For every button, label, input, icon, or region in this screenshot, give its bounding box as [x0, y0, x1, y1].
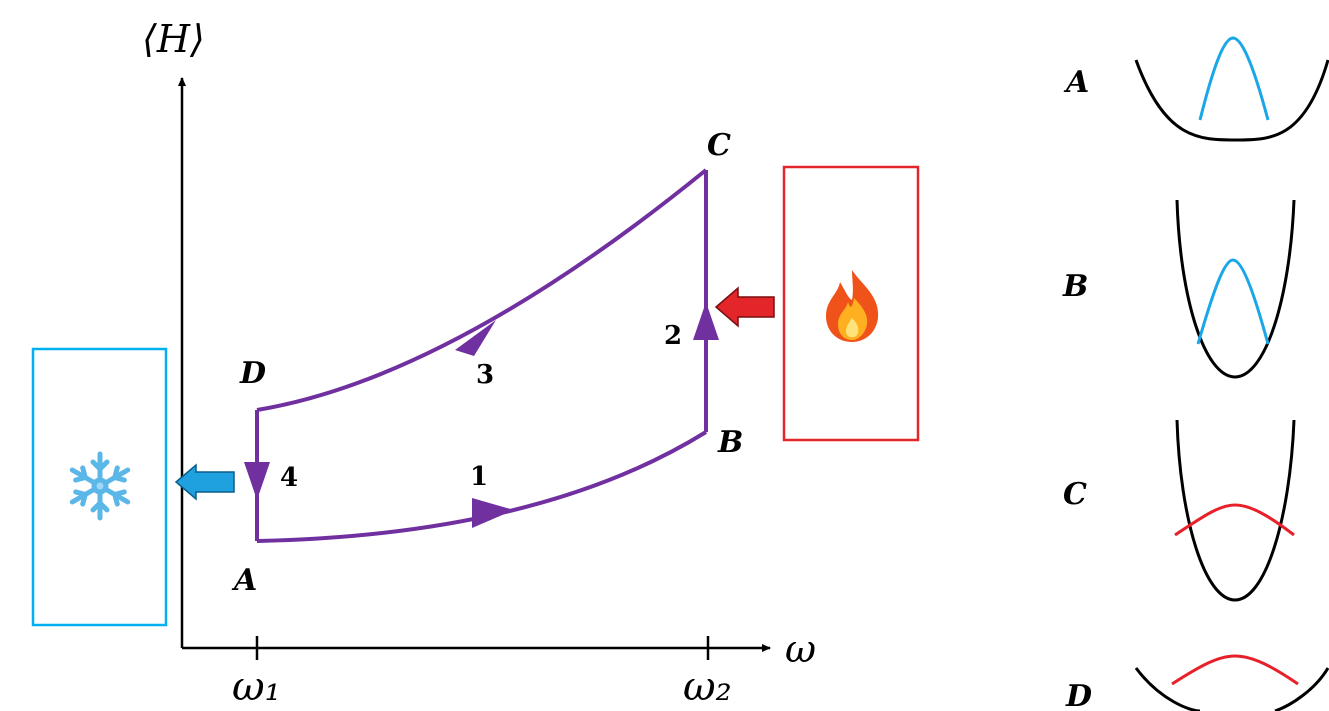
cold-heat-arrow [174, 463, 235, 501]
tick-label-omega1: ω₁ [232, 664, 281, 710]
cold-reservoir-box [31, 347, 168, 627]
potential-a [1134, 36, 1329, 142]
trap-b [1175, 199, 1296, 379]
panel-label-c: C [1063, 477, 1087, 512]
point-label-a: A [231, 563, 257, 598]
stroke-number-1: 1 [470, 462, 488, 492]
fire-icon [826, 270, 879, 342]
point-label-c: C [707, 128, 731, 163]
potential-d [1134, 654, 1329, 711]
tick-label-omega2: ω₂ [683, 664, 732, 710]
snowflake-icon [69, 451, 131, 521]
trap-d [1134, 667, 1329, 711]
state-c [1174, 503, 1295, 537]
y-axis-label: ⟨H⟩ [142, 17, 205, 61]
stroke-4-arrowhead [244, 462, 270, 500]
stroke-number-4: 4 [280, 463, 298, 493]
point-label-b: B [717, 425, 743, 460]
potential-b [1175, 199, 1296, 379]
potential-c [1174, 419, 1296, 602]
stroke-3-path [256, 168, 708, 412]
trap-a [1134, 59, 1329, 142]
state-b [1196, 258, 1270, 345]
panel-label-d: D [1065, 679, 1092, 711]
stroke-2-arrowhead [693, 302, 719, 340]
point-label-d: D [239, 356, 266, 391]
x-axis-label: ω [785, 627, 816, 671]
stroke-number-2: 2 [664, 321, 682, 351]
state-a [1198, 36, 1270, 121]
panel-label-b: B [1062, 269, 1088, 304]
state-d [1171, 654, 1299, 686]
stroke-1-arrowhead [472, 498, 514, 528]
trap-c [1175, 419, 1296, 602]
stroke-3-arrowhead [455, 320, 496, 356]
hot-reservoir-box [782, 165, 920, 442]
stroke-number-3: 3 [476, 360, 494, 390]
panel-label-a: A [1063, 65, 1089, 100]
hot-heat-arrow [714, 286, 775, 328]
